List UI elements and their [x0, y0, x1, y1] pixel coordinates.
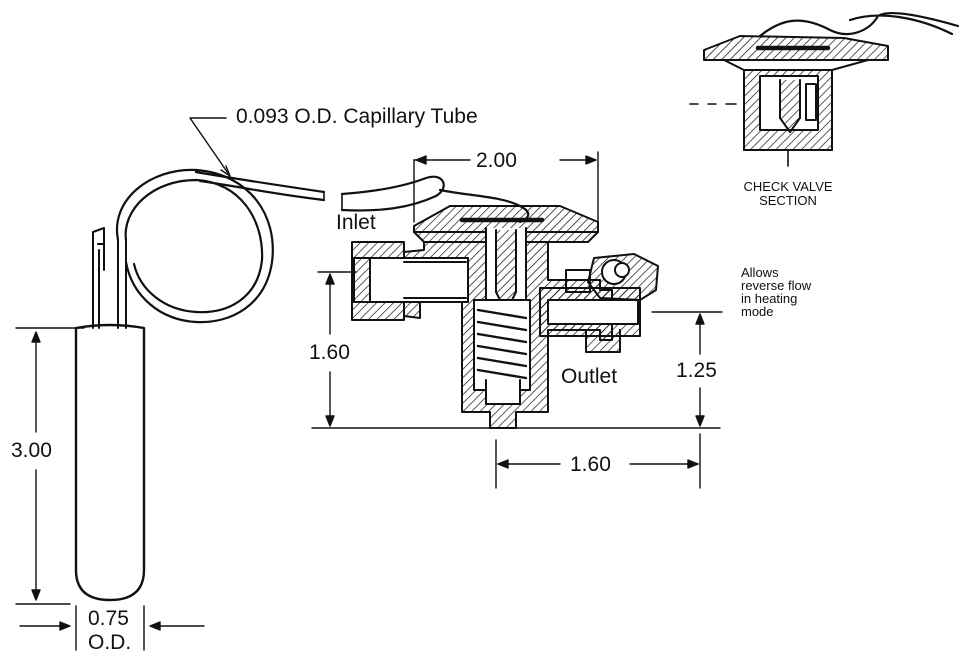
- top-width-dimension: 2.00: [476, 149, 517, 172]
- inlet-label: Inlet: [336, 211, 376, 234]
- bulb-od-value: 0.75: [88, 607, 129, 630]
- outlet-height-dimension: 1.25: [676, 359, 717, 382]
- valve-body: [351, 205, 659, 429]
- check-valve-caption-line2: SECTION: [759, 193, 817, 208]
- sensing-bulb: [74, 227, 146, 602]
- dimension-lines: [15, 117, 723, 651]
- reverse-flow-line1: Allows: [741, 265, 779, 280]
- check-valve-caption: CHECK VALVE SECTION: [736, 180, 840, 208]
- reverse-flow-line2: reverse flow: [741, 278, 812, 293]
- bottom-width-dimension: 1.60: [570, 453, 611, 476]
- bulb-od-unit: O.D.: [88, 631, 132, 654]
- reverse-flow-line4: mode: [741, 304, 774, 319]
- capillary-tube-label: 0.093 O.D. Capillary Tube: [236, 105, 478, 128]
- outlet-label: Outlet: [561, 365, 618, 388]
- check-valve-caption-line1: CHECK VALVE: [743, 179, 833, 194]
- inlet-height-dimension: 1.60: [309, 341, 350, 364]
- reverse-flow-line3: in heating: [741, 291, 798, 306]
- check-valve-section: [689, 12, 960, 167]
- reverse-flow-note: Allows reverse flow in heating mode: [741, 266, 811, 318]
- bulb-length-dimension: 3.00: [11, 439, 52, 462]
